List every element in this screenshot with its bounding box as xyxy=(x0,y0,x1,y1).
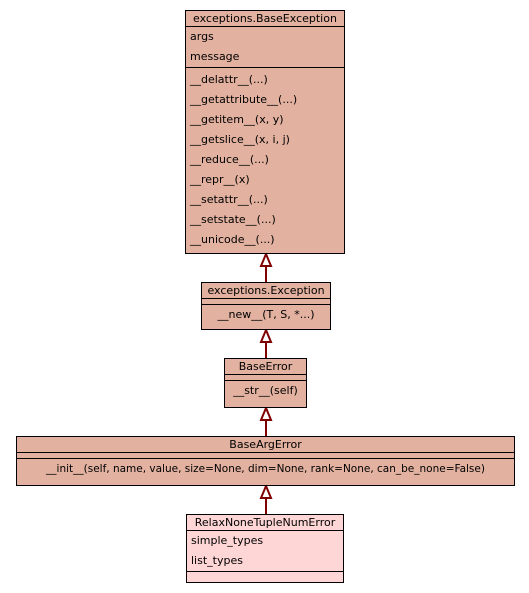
method: __getitem__(x, y) xyxy=(190,113,284,126)
method: __setattr__(...) xyxy=(190,193,268,206)
attribute: list_types xyxy=(191,554,243,567)
methods-section: __str__(self) xyxy=(225,381,306,401)
class-name: BaseArgError xyxy=(17,437,514,453)
method: __unicode__(...) xyxy=(190,233,275,246)
class-name: exceptions.Exception xyxy=(202,283,330,299)
method: __repr__(x) xyxy=(190,173,250,186)
attributes-section: simple_types list_types xyxy=(187,531,343,572)
attributes-section xyxy=(17,453,514,459)
method: __delattr__(...) xyxy=(190,73,268,86)
class-box-base-arg-error[interactable]: BaseArgError __init__(self, name, value,… xyxy=(16,436,515,486)
method: __getattribute__(...) xyxy=(190,93,298,106)
methods-section: __init__(self, name, value, size=None, d… xyxy=(17,459,514,479)
class-box-relax-none-tuple-num-error[interactable]: RelaxNoneTupleNumError simple_types list… xyxy=(186,514,344,583)
attribute: simple_types xyxy=(191,534,264,547)
attributes-section xyxy=(202,299,330,305)
method: __new__(T, S, *...) xyxy=(217,308,315,321)
method: __init__(self, name, value, size=None, d… xyxy=(46,463,485,475)
inherit-arrowhead xyxy=(259,483,273,499)
class-name: exceptions.BaseException xyxy=(186,11,344,27)
method: __setstate__(...) xyxy=(190,213,276,226)
attribute: message xyxy=(190,50,240,63)
methods-section: __delattr__(...) __getattribute__(...) _… xyxy=(186,68,344,250)
inherit-arrowhead xyxy=(259,251,273,267)
inherit-arrowhead xyxy=(259,405,273,421)
class-box-base-exception[interactable]: exceptions.BaseException args message __… xyxy=(185,10,345,254)
attributes-section: args message xyxy=(186,27,344,68)
class-box-base-error[interactable]: BaseError __str__(self) xyxy=(224,358,307,408)
class-name: RelaxNoneTupleNumError xyxy=(187,515,343,531)
methods-section xyxy=(187,572,343,578)
method: __getslice__(x, i, j) xyxy=(190,133,290,146)
method: __str__(self) xyxy=(233,384,298,397)
attributes-section xyxy=(225,375,306,381)
attribute: args xyxy=(190,30,214,43)
method: __reduce__(...) xyxy=(190,153,269,166)
class-name: BaseError xyxy=(225,359,306,375)
methods-section: __new__(T, S, *...) xyxy=(202,305,330,325)
class-box-exception[interactable]: exceptions.Exception __new__(T, S, *...) xyxy=(201,282,331,330)
inherit-arrowhead xyxy=(259,327,273,343)
